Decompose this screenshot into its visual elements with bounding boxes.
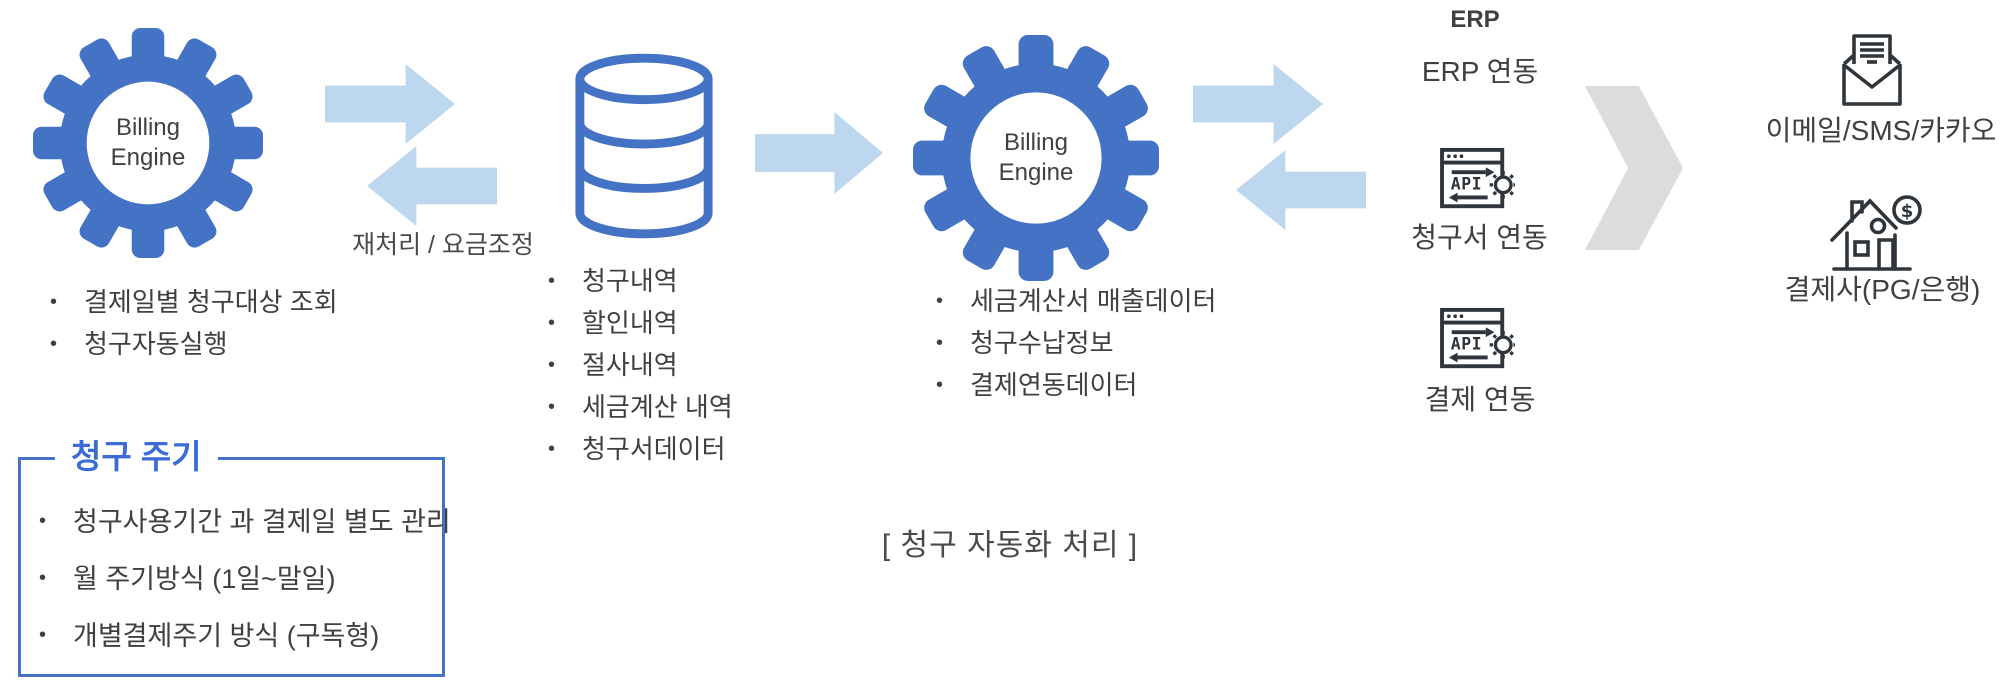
list-item: •청구사용기간 과 결제일 별도 관리 [39, 507, 451, 537]
svg-text:$: $ [1901, 201, 1914, 222]
list-item: •결제일별 청구대상 조회 [50, 287, 338, 317]
database-bullet-list: •청구내역 •할인내역 •절사내역 •세금계산 내역 •청구서데이터 [548, 266, 733, 476]
billing-engine-label: Billing Engine [998, 129, 1074, 186]
api-icon: API [1440, 307, 1515, 369]
chevron-icon [1585, 86, 1683, 250]
list-item: •청구자동실행 [50, 329, 228, 359]
list-item: •청구수납정보 [936, 328, 1114, 358]
diagram-caption: [ 청구 자동화 처리 ] [881, 529, 1139, 562]
arrow-right-icon [325, 64, 455, 144]
arrow-left-icon [367, 146, 497, 226]
list-item: •결제연동데이터 [936, 370, 1138, 400]
svg-text:API: API [1451, 335, 1482, 354]
list-item: •청구서데이터 [548, 434, 726, 464]
list-item: •세금계산서 매출데이터 [936, 286, 1217, 316]
payment-company-label: 결제사(PG/은행) [1784, 274, 1981, 305]
list-item: •개별결제주기 방식 (구독형) [39, 621, 380, 651]
email-sms-label: 이메일/SMS/카카오 [1765, 115, 1997, 146]
svg-text:API: API [1451, 175, 1482, 194]
erp-link-label: ERP 연동 [1421, 56, 1539, 87]
reprocess-label: 재처리 / 요금조정 [352, 231, 534, 259]
engine2-bullet-list: •세금계산서 매출데이터 •청구수납정보 •결제연동데이터 [936, 286, 1216, 412]
payment-house-icon: $ [1830, 195, 1922, 271]
billing-engine-label: Billing Engine [110, 114, 186, 171]
payment-link-label: 결제 연동 [1424, 384, 1536, 415]
billing-engine-1: Billing Engine [33, 28, 263, 258]
invoice-link-label: 청구서 연동 [1411, 222, 1548, 253]
erp-title: ERP [1450, 6, 1500, 33]
gear-icon [913, 35, 1159, 281]
engine1-bullet-list: •결제일별 청구대상 조회 •청구자동실행 [50, 287, 338, 371]
arrow-right-icon [755, 112, 883, 194]
billing-cycle-title: 청구 주기 [55, 435, 218, 479]
list-item: •절사내역 [548, 350, 678, 380]
email-icon [1842, 34, 1902, 106]
api-icon: API [1440, 147, 1515, 209]
billing-engine-2: Billing Engine [913, 35, 1159, 281]
list-item: •월 주기방식 (1일~말일) [39, 564, 336, 594]
database-icon [575, 53, 713, 239]
gear-icon [33, 28, 263, 258]
list-item: •청구내역 [548, 266, 678, 296]
billing-cycle-bullet-list: •청구사용기간 과 결제일 별도 관리 •월 주기방식 (1일~말일) •개별결… [21, 460, 451, 677]
arrow-left-icon [1236, 150, 1366, 230]
list-item: •할인내역 [548, 308, 678, 338]
list-item: •세금계산 내역 [548, 392, 733, 422]
arrow-right-icon [1193, 64, 1323, 144]
billing-cycle-box: 청구 주기 •청구사용기간 과 결제일 별도 관리 •월 주기방식 (1일~말일… [18, 435, 451, 677]
